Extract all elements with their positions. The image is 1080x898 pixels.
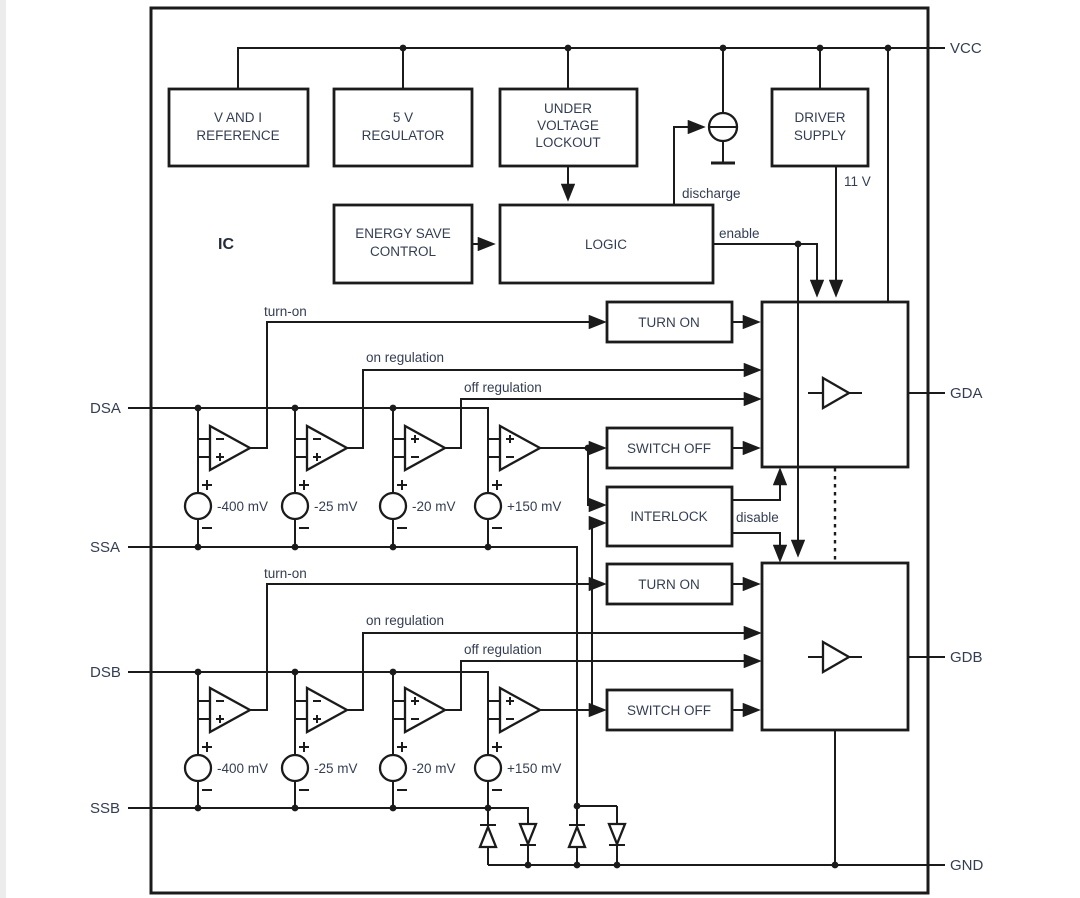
switch-off-b-label: SWITCH OFF	[627, 703, 711, 718]
discharge-current-source-icon	[707, 48, 739, 165]
clamp-diode-4	[607, 806, 627, 865]
block-switch-off-a	[605, 426, 734, 470]
block-switch-off-b	[605, 688, 734, 732]
driver-supply-label2: SUPPLY	[794, 128, 846, 143]
interlock-label: INTERLOCK	[630, 509, 707, 524]
comparator-a4	[488, 424, 607, 513]
uvlo-label2: VOLTAGE	[537, 118, 599, 133]
disable-label: disable	[736, 510, 779, 525]
ref-source-a4	[473, 480, 503, 547]
block-driver-supply	[770, 87, 870, 168]
enable-label: enable	[719, 226, 760, 241]
pin-label-gnd: GND	[950, 857, 984, 874]
comparator-b3	[392, 653, 762, 755]
ref-a2-label: -25 mV	[314, 499, 358, 514]
switch-off-a-label: SWITCH OFF	[627, 441, 711, 456]
ref-b2-label: -25 mV	[314, 761, 358, 776]
on-regulation-a-label: on regulation	[366, 350, 444, 365]
on-regulation-b-label: on regulation	[366, 613, 444, 628]
block-interlock	[605, 485, 734, 548]
pin-label-gda: GDA	[950, 385, 983, 402]
turn-on-a-label: TURN ON	[638, 315, 700, 330]
block-turn-on-b	[605, 562, 734, 606]
turn-on-b-wire-label: turn-on	[264, 566, 307, 581]
ref-source-a2	[280, 480, 310, 547]
ref-b4-label: +150 mV	[507, 761, 561, 776]
driver-a-buffer-icon	[808, 376, 862, 410]
ref-b1-label: -400 mV	[217, 761, 268, 776]
clamp-diode-2	[518, 822, 538, 865]
output-pin-wires	[908, 392, 945, 658]
off-regulation-a-label: off regulation	[464, 380, 542, 395]
driver-stage-b	[760, 561, 910, 732]
turn-on-a-wire-label: turn-on	[264, 304, 307, 319]
comparator-b2	[294, 625, 762, 755]
v-i-reference-label2: REFERENCE	[196, 128, 279, 143]
comparator-b1	[197, 576, 607, 755]
pin-label-dsa: DSA	[90, 400, 121, 417]
ref-source-b1	[183, 742, 213, 808]
5v-regulator-label2: REGULATOR	[362, 128, 445, 143]
pin-label-dsb: DSB	[90, 664, 121, 681]
block-under-voltage-lockout	[498, 87, 639, 168]
ref-source-b3	[378, 742, 408, 808]
scan-edge	[0, 0, 6, 898]
comparator-a3	[392, 391, 762, 493]
pin-label-ssa: SSA	[90, 539, 120, 556]
ref-b3-label: -20 mV	[412, 761, 456, 776]
vcc-rail	[237, 44, 945, 302]
ref-source-a3	[378, 480, 408, 547]
ref-a4-label: +150 mV	[507, 499, 561, 514]
ref-source-b2	[280, 742, 310, 808]
uvlo-label3: LOCKOUT	[535, 135, 600, 150]
driver-b-buffer-icon	[808, 640, 862, 674]
ref-source-b4	[473, 742, 503, 808]
uvlo-label: UNDER	[544, 101, 592, 116]
ground-bus	[488, 861, 945, 869]
comparator-a1	[197, 314, 607, 493]
v-i-reference-label: V AND I	[214, 110, 262, 125]
ref-a3-label: -20 mV	[412, 499, 456, 514]
pin-label-gdb: GDB	[950, 649, 983, 666]
off-regulation-b-label: off regulation	[464, 642, 542, 657]
5v-regulator-label: 5 V	[393, 110, 413, 125]
block-logic	[498, 203, 715, 285]
driver-supply-label: DRIVER	[794, 110, 845, 125]
ic-boundary	[149, 6, 930, 895]
block-5v-regulator	[332, 87, 474, 168]
clamp-diode-1	[478, 808, 498, 865]
ref-source-a1	[183, 480, 213, 547]
energy-save-label2: CONTROL	[370, 244, 436, 259]
logic-label: LOGIC	[585, 237, 627, 252]
pin-label-ssb: SSB	[90, 800, 120, 817]
energy-save-label: ENERGY SAVE	[355, 226, 451, 241]
comparator-b4	[488, 515, 607, 734]
clamp-diode-3	[567, 802, 617, 865]
turn-on-b-label: TURN ON	[638, 577, 700, 592]
block-v-i-reference	[167, 87, 310, 168]
comparator-a2	[294, 362, 762, 493]
pin-label-vcc: VCC	[950, 40, 982, 57]
block-turn-on-a	[605, 300, 734, 344]
control-block-outputs	[732, 314, 788, 718]
ref-a1-label: -400 mV	[217, 499, 268, 514]
11v-label: 11 V	[844, 174, 871, 189]
ic-label: IC	[218, 236, 234, 253]
discharge-label: discharge	[682, 186, 741, 201]
